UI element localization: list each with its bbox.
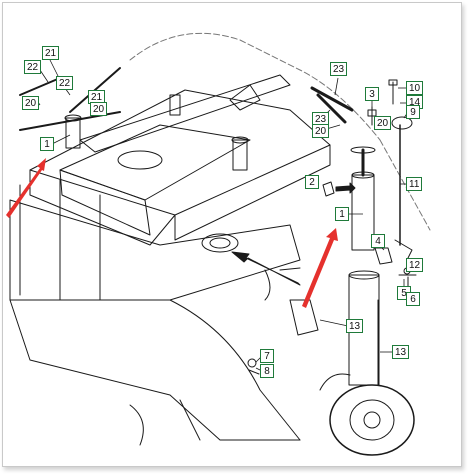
wheel: [329, 384, 415, 456]
callout-1: 1: [40, 137, 54, 151]
callout-9: 9: [406, 105, 420, 119]
callout-20: 20: [312, 124, 330, 138]
callout-23: 23: [330, 62, 348, 76]
callout-2: 2: [305, 175, 319, 189]
callout-20: 20: [374, 116, 392, 130]
callout-22: 22: [56, 76, 74, 90]
red-arrow-right: [302, 228, 338, 308]
upper-plate-side: [174, 144, 331, 241]
callout-20: 20: [90, 102, 108, 116]
hopper-hole: [117, 150, 163, 170]
callout-13: 13: [392, 345, 410, 359]
callout-8: 8: [260, 364, 274, 378]
hopper: [59, 124, 251, 201]
red-arrow-left: [6, 158, 46, 218]
lower-frame-curve: [169, 299, 301, 441]
callout-22: 22: [24, 60, 42, 74]
callout-3: 3: [365, 87, 379, 101]
callout-13: 13: [346, 319, 364, 333]
black-arrow-main: [231, 251, 301, 286]
boom-bracket: [229, 84, 261, 111]
boom-arm: [79, 74, 291, 153]
callout-6: 6: [406, 292, 420, 306]
callout-7: 7: [260, 349, 274, 363]
chassis-outline: [129, 32, 381, 141]
callout-10: 10: [406, 81, 424, 95]
callout-4: 4: [371, 234, 385, 248]
lower-frame-bottom: [9, 299, 301, 441]
socket-ring: [201, 233, 239, 253]
callout-20: 20: [22, 96, 40, 110]
black-arrow-2: [335, 182, 356, 194]
callout-23: 23: [312, 112, 330, 126]
callout-21: 21: [42, 46, 60, 60]
figure-frame: [2, 2, 462, 467]
callout-12: 12: [406, 258, 424, 272]
upper-plate-front: [29, 169, 176, 246]
callout-1: 1: [335, 207, 349, 221]
chassis-outline-right: [379, 139, 431, 231]
lower-frame: [9, 199, 301, 301]
callout-11: 11: [406, 177, 423, 191]
upper-plate: [29, 89, 331, 216]
hopper-ridge: [59, 169, 151, 236]
